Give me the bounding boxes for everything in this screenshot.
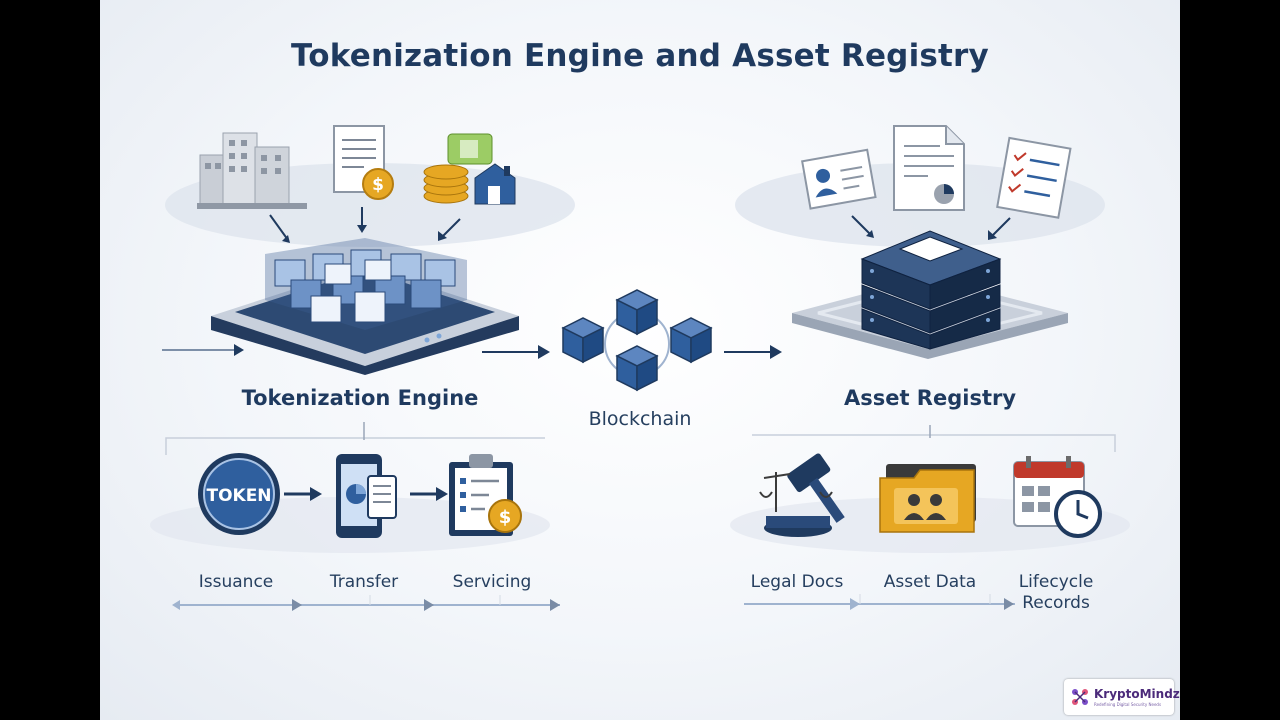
engine-steps-flow-line [172, 595, 560, 611]
coins-house-icon [423, 133, 516, 205]
svg-text:$: $ [372, 175, 384, 195]
contract-document-icon: $ [333, 125, 394, 200]
blockchain-to-registry-arrow [724, 345, 782, 359]
mobile-transfer-icon [336, 454, 397, 538]
token-badge-text: TOKEN [206, 486, 271, 506]
id-card-icon [801, 148, 877, 210]
lifecycle-label-line1: Lifecycle [1018, 572, 1094, 592]
engine-to-blockchain-arrow [482, 345, 550, 359]
servicing-label: Servicing [452, 572, 532, 592]
checklist-icon [996, 136, 1072, 219]
calendar-clock-icon [1013, 456, 1102, 538]
engine-input-arrow [162, 344, 244, 356]
input-arrows-left [269, 207, 461, 243]
folder-profile-icon [879, 464, 976, 533]
logo-tagline: Redefining Digital Security Needs [1094, 702, 1162, 707]
svg-text:$: $ [499, 507, 512, 528]
kryptomindz-logo-mark-icon [1072, 689, 1088, 705]
kryptomindz-logo: KryptoMindz Redefining Digital Security … [1064, 679, 1180, 715]
logo-name: KryptoMindz [1094, 687, 1180, 701]
diagram-canvas: Tokenization Engine and Asset Registry $ [100, 0, 1180, 720]
blockchain-cubes-icon [561, 289, 713, 392]
registry-items-flow-line [744, 594, 1015, 610]
transfer-label: Transfer [329, 572, 399, 592]
input-arrows-right [851, 215, 1011, 240]
lifecycle-records-label: Lifecycle Records [1006, 572, 1106, 614]
diagram-title: Tokenization Engine and Asset Registry [291, 38, 989, 74]
buildings-icon [197, 132, 307, 209]
lifecycle-label-line2: Records [1022, 593, 1090, 613]
tokenization-engine-platform-icon [211, 238, 519, 375]
token-coin-icon: TOKEN [198, 453, 280, 535]
blockchain-label: Blockchain [588, 408, 692, 430]
asset-registry-label: Asset Registry [843, 386, 1017, 410]
issuance-to-transfer-arrow [284, 487, 322, 501]
transfer-to-servicing-arrow [410, 487, 448, 501]
report-document-icon [893, 125, 965, 211]
tokenization-engine-label: Tokenization Engine [241, 386, 479, 410]
legal-docs-label: Legal Docs [750, 572, 844, 592]
clipboard-servicing-icon: $ [449, 454, 522, 536]
issuance-label: Issuance [198, 572, 274, 592]
asset-data-label: Asset Data [883, 572, 977, 592]
asset-registry-server-icon [792, 230, 1068, 359]
gavel-scales-icon [759, 453, 845, 537]
